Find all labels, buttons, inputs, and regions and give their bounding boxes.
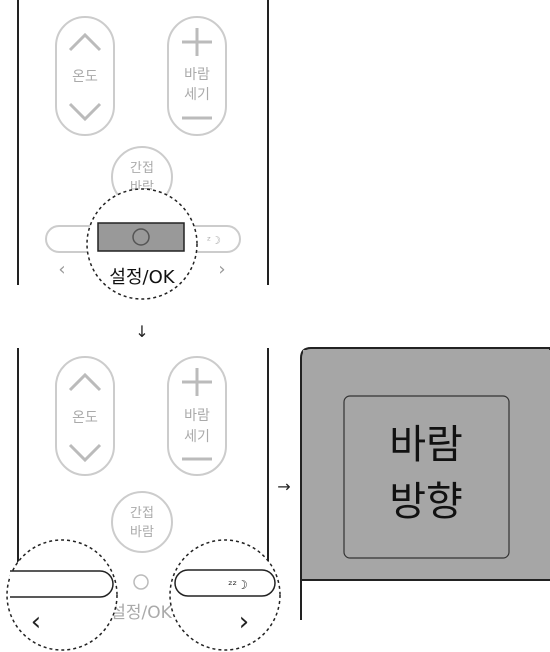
wind-strength-button[interactable]: 바람 세기 (167, 16, 227, 136)
temp-label: 온도 (72, 410, 98, 426)
indirect-wind-label-1: 간접 (130, 161, 154, 176)
display-screen (343, 395, 510, 559)
arrow-down-icon: ↓ (135, 322, 148, 341)
temp-button[interactable]: 온도 (55, 356, 115, 476)
indirect-wind-button[interactable]: 간접 바람 (111, 491, 173, 553)
wind-strength-label-2: 세기 (184, 87, 210, 103)
top-remote-panel: 온도 바람 세기 간접 바람 ᶻ☽ ‹ › (17, 0, 269, 300)
indirect-wind-label-1: 간접 (130, 506, 154, 521)
temp-label: 온도 (72, 69, 98, 85)
temp-button[interactable]: 온도 (55, 16, 115, 136)
ok-circle-icon (133, 574, 149, 590)
chevron-left-icon[interactable]: ‹ (31, 607, 41, 637)
chevron-down-icon (68, 102, 102, 122)
sleep-icon: ᶻ☽ (207, 234, 221, 247)
sleep-icon: ᶻᶻ☽ (228, 578, 248, 592)
chevron-right-icon[interactable]: › (239, 607, 249, 637)
bottom-remote-panel: 온도 바람 세기 간접 바람 설정/OK ‹ ᶻᶻ☽ (6, 348, 281, 651)
chevron-left-icon[interactable]: ‹ (58, 259, 65, 280)
arrow-right-icon: → (277, 477, 290, 496)
chevron-up-icon (68, 32, 102, 52)
ok-button-label: 설정/OK (109, 267, 175, 288)
ok-label-partial: 설정/OK (110, 603, 172, 623)
sleep-button[interactable]: ᶻᶻ☽ (174, 569, 276, 597)
wind-strength-label-2: 세기 (184, 429, 210, 445)
display-line-2: 방향 (389, 479, 463, 525)
chevron-down-icon (68, 443, 102, 463)
left-pill-button[interactable] (10, 570, 114, 598)
chevron-right-icon[interactable]: › (218, 259, 225, 280)
wind-strength-button[interactable]: 바람 세기 (167, 356, 227, 476)
display-line-1: 바람 (389, 422, 463, 468)
ok-button[interactable]: 설정/OK (110, 574, 173, 623)
display-panel: 바람 방향 (300, 347, 550, 620)
wind-strength-label-1: 바람 (184, 408, 210, 424)
chevron-up-icon (68, 372, 102, 392)
wind-strength-label-1: 바람 (184, 67, 210, 83)
indirect-wind-label-2: 바람 (130, 525, 154, 540)
ok-button[interactable] (97, 222, 185, 252)
ok-circle-icon (132, 228, 150, 246)
